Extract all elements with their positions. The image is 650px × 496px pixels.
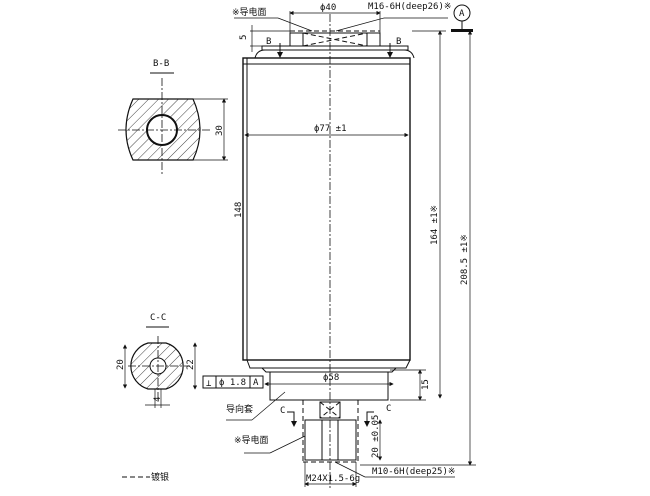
dim-148-label: 148 [234, 202, 244, 218]
legend: 镀银 [122, 471, 169, 483]
section-mark-c-left: C [280, 406, 285, 416]
section-mark-b-left: B [266, 37, 271, 47]
dim-20-tol-label: 20 ±0.05 [371, 415, 381, 458]
top-thread-label: M16-6H(deep26)※ [368, 2, 451, 12]
dim-30-label: 30 [215, 125, 225, 136]
bottom-conductive-face-label: ※导电面 [234, 434, 269, 446]
dim-164-label: 164 ±1※ [430, 205, 440, 245]
dim-208-label: 208.5 ±1※ [460, 234, 470, 285]
section-mark-c-right: C [386, 404, 391, 414]
diameter-77-label: ϕ77 ±1 [314, 124, 347, 134]
guide-sleeve-label: 导向套 [226, 403, 253, 415]
bottom-terminal [302, 400, 359, 463]
dim-22-cc-label: 22 [186, 359, 196, 370]
section-c-c: C-C 20 22 4 [116, 313, 198, 408]
diameter-40-label: ϕ40 [320, 3, 336, 13]
top-terminal [254, 30, 415, 59]
section-marks-b: B B [266, 37, 401, 58]
section-cc-title: C-C [150, 313, 166, 323]
section-b-b: B-B 30 [118, 59, 228, 175]
guide-sleeve: ϕ58 [264, 371, 394, 401]
outer-thread-label: M24X1.5-6g [306, 474, 360, 484]
diameter-58-label: ϕ58 [323, 373, 339, 383]
section-bb-title: B-B [153, 59, 169, 69]
dim-15-label: 15 [421, 379, 431, 390]
dim-4-cc-label: 4 [153, 397, 163, 402]
section-marks-c: C C [280, 404, 391, 427]
dim-20-cc-label: 20 [116, 359, 126, 370]
top-conductive-face-label: ※导电面 [232, 6, 267, 18]
vacuum-interrupter-body [242, 57, 411, 373]
datum-a-label: A [459, 9, 465, 19]
bottom-thread-label: M10-6H(deep25)※ [372, 467, 455, 477]
tolerance-datum: A [253, 378, 259, 388]
legend-silver-plating-label: 镀银 [151, 471, 169, 483]
section-mark-b-right: B [396, 37, 401, 47]
tolerance-symbol: ⊥ [206, 379, 212, 389]
datum-a: A [451, 4, 473, 32]
tolerance-value: ϕ 1.8 [219, 378, 246, 388]
dim-5-label: 5 [239, 35, 249, 40]
perpendicularity-tolerance-frame: ⊥ ϕ 1.8 A [202, 375, 264, 389]
